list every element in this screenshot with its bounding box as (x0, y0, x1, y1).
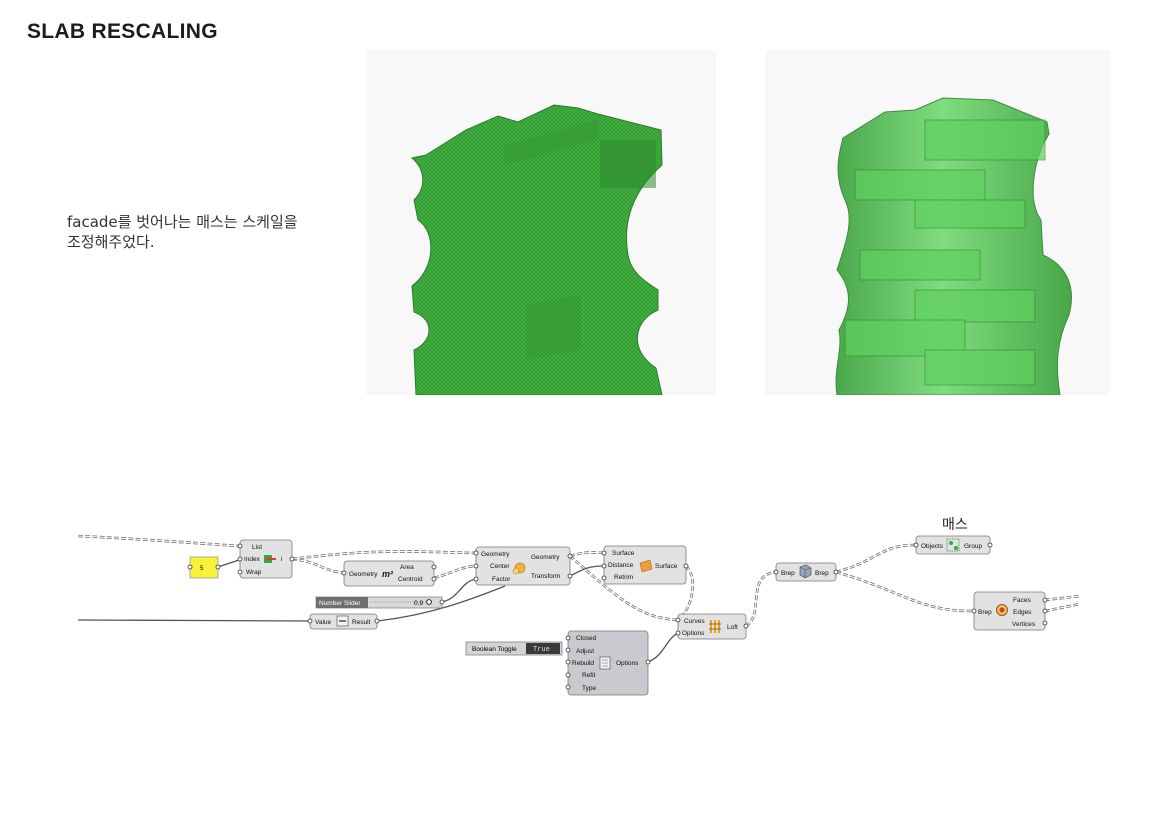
deconstruct-output-faces: Faces (1013, 597, 1031, 604)
deconstruct-output-vertices: Vertices (1012, 621, 1036, 628)
mesh-render-image (366, 50, 716, 395)
toggle-value: True (533, 646, 550, 654)
offset-input-retrim: Retrim (614, 574, 633, 581)
loft-options-input-type: Type (582, 685, 596, 692)
mesh-box-detail (600, 140, 656, 188)
loft-options-input-adjust: Adjust (576, 648, 594, 655)
loft-options-component[interactable]: Closed Adjust Rebuild Refit Type Options (565, 630, 651, 696)
brep-icon (799, 564, 812, 579)
scale-output-geometry: Geometry (531, 554, 560, 561)
list-item-input-list: List (252, 544, 262, 551)
scale-input-geometry: Geometry (481, 551, 510, 558)
offset-output-surface: Surface (655, 563, 678, 570)
scale-input-factor: Factor (492, 576, 511, 583)
number-slider[interactable]: Number Slider 0.9 (315, 596, 445, 609)
loft-input-options: Options (682, 630, 705, 637)
slider-handle[interactable] (426, 599, 432, 605)
boolean-toggle[interactable]: Boolean Toggle True (465, 641, 563, 656)
offset-surface-icon (639, 559, 653, 573)
mass-label: 매스 (942, 517, 968, 533)
scale-output-transform: Transform (531, 573, 560, 580)
glass-render-image (765, 50, 1110, 395)
deconstruct-input-brep: Brep (978, 609, 992, 616)
brep-component[interactable]: Brep Brep (773, 562, 839, 582)
list-item-output-i: i (281, 556, 282, 563)
area-output-centroid: Centroid (398, 576, 423, 583)
list-item-input-wrap: Wrap (246, 569, 262, 576)
negative-input-value: Value (315, 619, 332, 626)
brep-output: Brep (815, 570, 829, 577)
panel-value: 5 (200, 566, 204, 572)
loft-component[interactable]: Curves Options Loft (675, 613, 749, 640)
mesh-mass-shape (410, 104, 663, 395)
loft-options-icon (599, 656, 611, 670)
area-icon: m² (382, 569, 394, 579)
negative-component[interactable]: Value Result (307, 613, 380, 630)
toggle-label: Boolean Toggle (472, 646, 517, 653)
area-input-geometry: Geometry (349, 571, 378, 578)
negative-output-result: Result (352, 619, 371, 626)
deconstruct-brep-component[interactable]: Brep Faces Edges Vertices (971, 591, 1048, 631)
description-text: facade를 벗어나는 매스는 스케일을 조정해주었다. (67, 213, 298, 251)
group-output: Group (964, 543, 982, 550)
loft-icon (709, 620, 721, 633)
offset-surface-component[interactable]: Surface Distance Retrim Surface (601, 545, 689, 585)
group-icon (946, 538, 960, 552)
offset-input-surface: Surface (612, 550, 635, 557)
loft-options-output: Options (616, 660, 639, 667)
scale-input-center: Center (490, 563, 510, 570)
scale-component[interactable]: Geometry Center Factor Geometry Transfor… (473, 546, 573, 586)
area-component[interactable]: Geometry m² Area Centroid (341, 560, 437, 587)
loft-input-curves: Curves (684, 618, 705, 625)
list-item-icon (264, 555, 276, 563)
loft-output: Loft (727, 624, 738, 631)
wires (77, 534, 1081, 663)
loft-options-input-refit: Refit (582, 672, 596, 679)
list-item-input-index: Index (244, 556, 261, 563)
loft-options-input-rebuild: Rebuild (572, 660, 594, 667)
area-output-area: Area (400, 564, 414, 571)
glass-slab-boxes (844, 119, 1046, 386)
scale-icon (512, 562, 526, 575)
group-component[interactable]: Objects Group (913, 535, 993, 555)
loft-options-input-closed: Closed (576, 635, 597, 642)
group-input-objects: Objects (921, 543, 944, 550)
deconstruct-brep-icon (996, 604, 1008, 616)
negative-icon (336, 615, 349, 627)
slider-label: Number Slider (319, 600, 361, 607)
offset-input-distance: Distance (608, 562, 634, 569)
deconstruct-output-edges: Edges (1013, 609, 1032, 616)
list-item-component[interactable]: List Index Wrap i (237, 539, 295, 579)
brep-input: Brep (781, 570, 795, 577)
slider-value: 0.9 (414, 600, 423, 607)
panel-component[interactable]: 5 (187, 556, 221, 579)
page-title: SLAB RESCALING (27, 20, 218, 43)
